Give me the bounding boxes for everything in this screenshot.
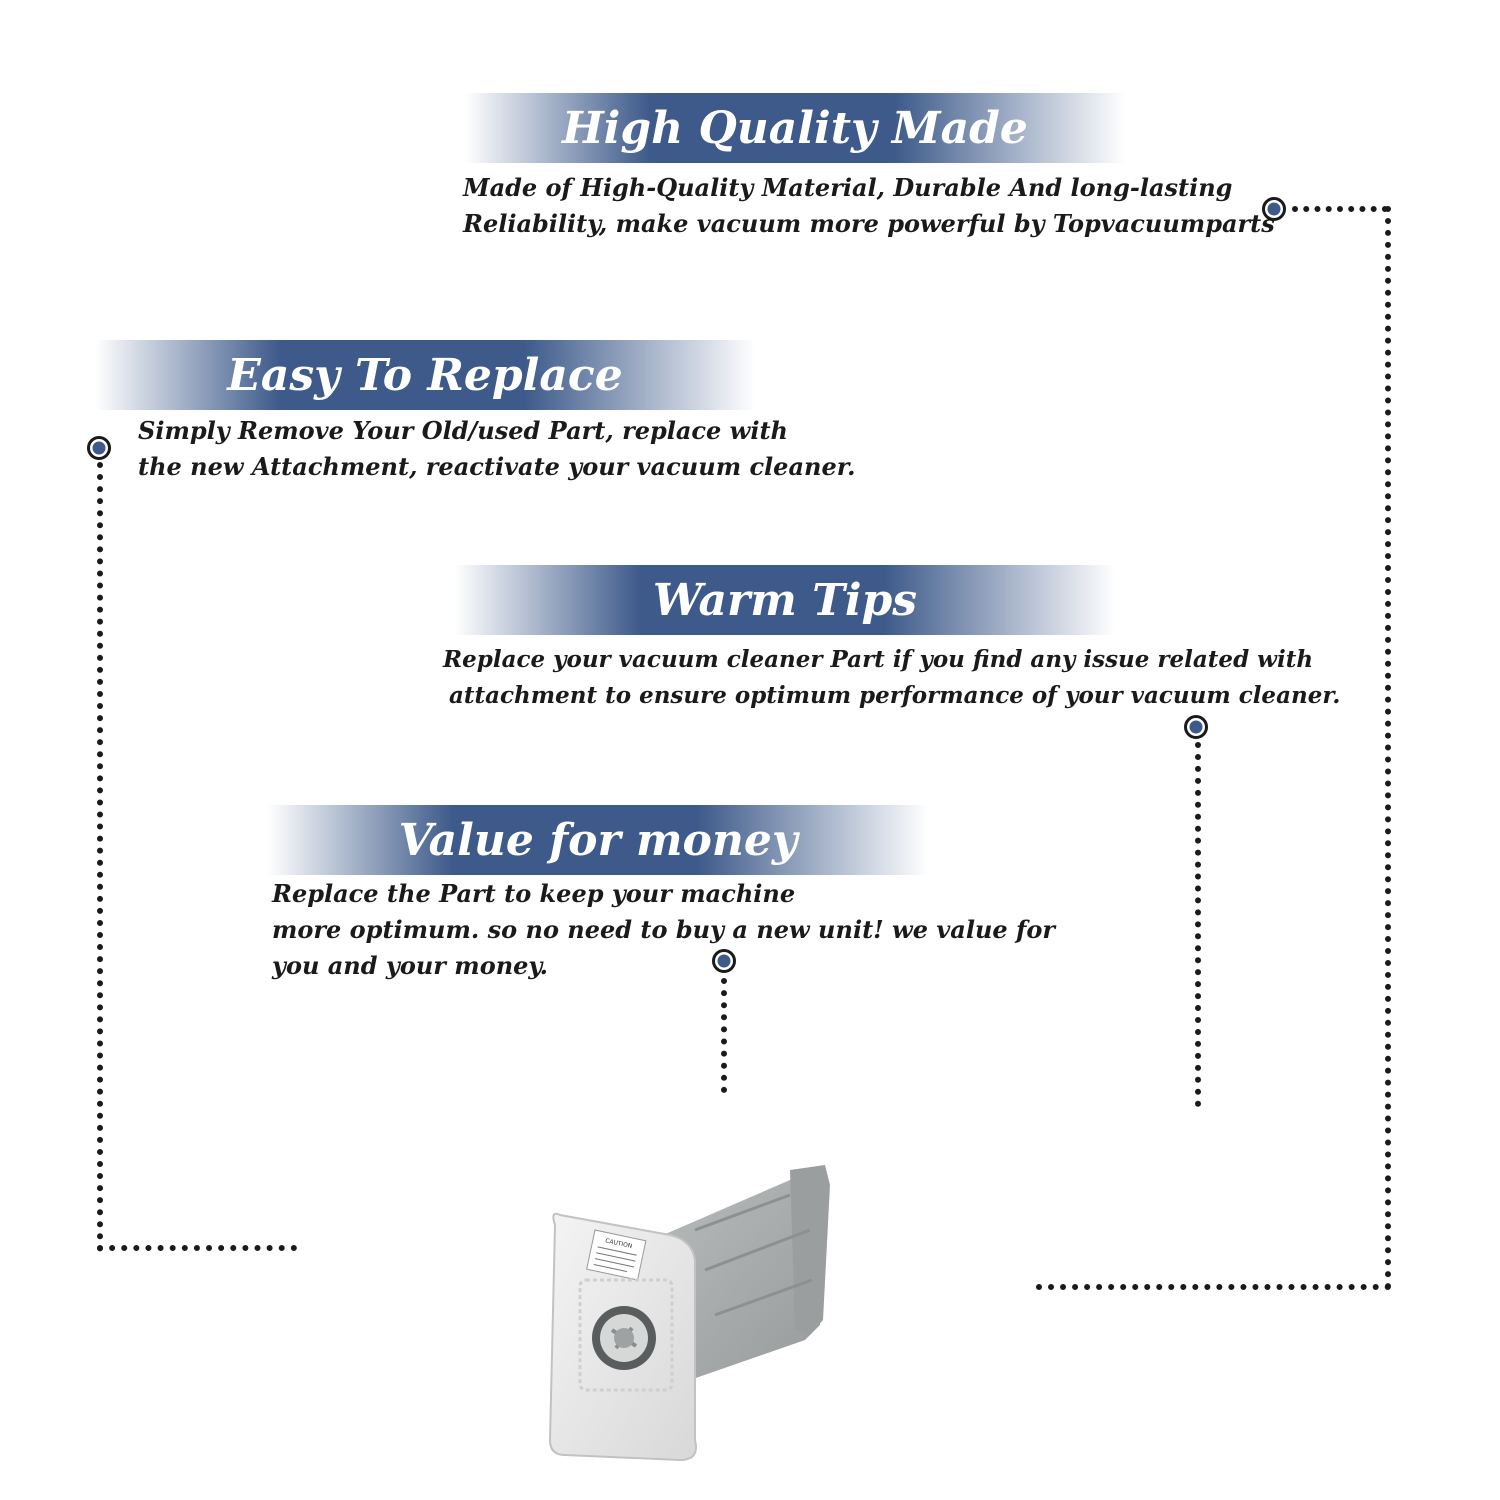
- section-title: Easy To Replace: [227, 349, 623, 401]
- section-title: Warm Tips: [652, 574, 918, 626]
- description-line: Made of High-Quality Material, Durable A…: [463, 173, 1233, 202]
- connector-line: [1292, 206, 1388, 212]
- bag-top-cuff: [790, 1165, 830, 1335]
- description-line: attachment to ensure optimum performance…: [449, 682, 1341, 709]
- description-line: Replace your vacuum cleaner Part if you …: [443, 646, 1314, 673]
- caution-label: [586, 1229, 647, 1281]
- vacuum-bag-image: CAUTION: [548, 1165, 830, 1462]
- connector-line: [1036, 1284, 1391, 1290]
- connector-line: [721, 978, 727, 1093]
- description-line: you and your money.: [272, 951, 548, 980]
- section-description: Replace your vacuum cleaner Part if you …: [443, 642, 1340, 714]
- section-description: Replace the Part to keep your machine mo…: [272, 876, 1055, 984]
- section-title: High Quality Made: [562, 102, 1028, 154]
- section-title: Value for money: [398, 814, 798, 866]
- description-line: Replace the Part to keep your machine: [272, 879, 796, 908]
- description-line: more optimum. so no need to buy a new un…: [272, 915, 1055, 944]
- banner-value-for-money: Value for money: [268, 805, 928, 875]
- connector-line: [97, 1245, 297, 1251]
- connector-line: [1385, 206, 1391, 1290]
- connector-line: [97, 462, 103, 1252]
- banner-warm-tips: Warm Tips: [455, 565, 1115, 635]
- description-line: Simply Remove Your Old/used Part, replac…: [138, 416, 788, 445]
- section-description: Simply Remove Your Old/used Part, replac…: [138, 413, 856, 485]
- marker-easy-to-replace: [87, 436, 111, 460]
- marker-high-quality: [1262, 197, 1286, 221]
- banner-easy-to-replace: Easy To Replace: [95, 340, 755, 410]
- connector-line: [1195, 742, 1201, 1107]
- description-line: Reliability, make vacuum more powerful b…: [463, 209, 1275, 238]
- banner-high-quality: High Quality Made: [465, 93, 1125, 163]
- marker-warm-tips: [1184, 715, 1208, 739]
- description-line: the new Attachment, reactivate your vacu…: [138, 452, 856, 481]
- section-description: Made of High-Quality Material, Durable A…: [463, 170, 1275, 242]
- marker-value-for-money: [712, 949, 736, 973]
